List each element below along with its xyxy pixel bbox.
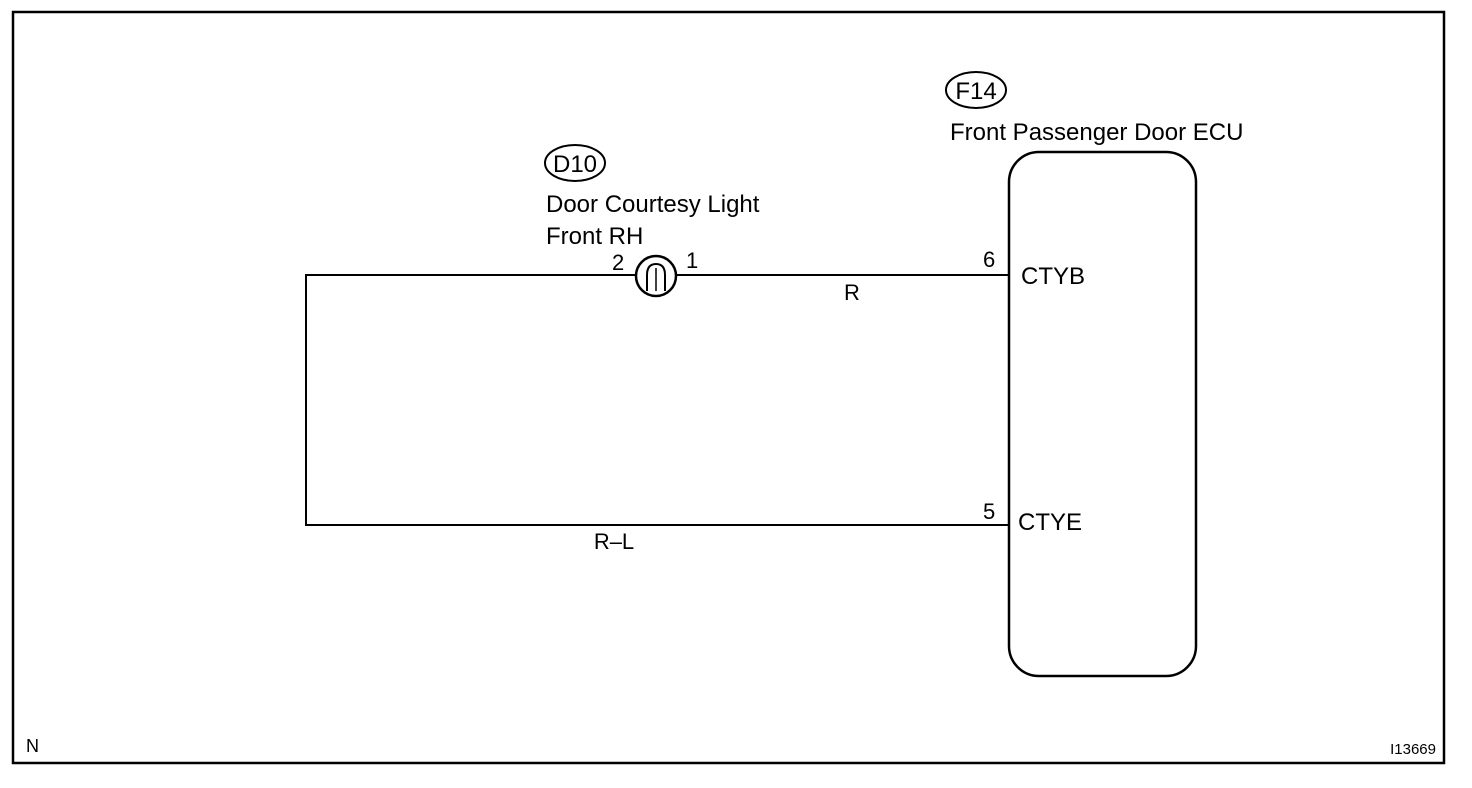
bulb-connector-badge bbox=[544, 144, 606, 182]
wire-r-l bbox=[305, 274, 1009, 526]
footer-code: N bbox=[26, 736, 39, 756]
diagram-frame bbox=[11, 10, 1446, 765]
bulb-icon bbox=[634, 254, 678, 298]
ecu-terminal-name: CTYE bbox=[1018, 509, 1082, 536]
bulb-connector-code: D10 bbox=[553, 151, 597, 178]
bulb-name-line2: Front RH bbox=[546, 223, 643, 250]
ecu-pin-number: 6 bbox=[983, 247, 995, 272]
ecu-name: Front Passenger Door ECU bbox=[950, 119, 1243, 146]
ecu-connector-badge bbox=[945, 71, 1007, 109]
figure-id: I13669 bbox=[1390, 741, 1436, 758]
wire-color-label: R bbox=[844, 280, 860, 305]
ecu-connector-code: F14 bbox=[955, 78, 996, 105]
ecu-terminal-name: CTYB bbox=[1021, 263, 1085, 290]
bulb-pin-right: 1 bbox=[686, 248, 698, 273]
ecu-pin-number: 5 bbox=[983, 499, 995, 524]
wire-color-label: R–L bbox=[594, 529, 634, 554]
bulb-pin-left: 2 bbox=[612, 250, 624, 275]
bulb-name-line1: Door Courtesy Light bbox=[546, 191, 760, 218]
ecu-box bbox=[1007, 150, 1198, 678]
